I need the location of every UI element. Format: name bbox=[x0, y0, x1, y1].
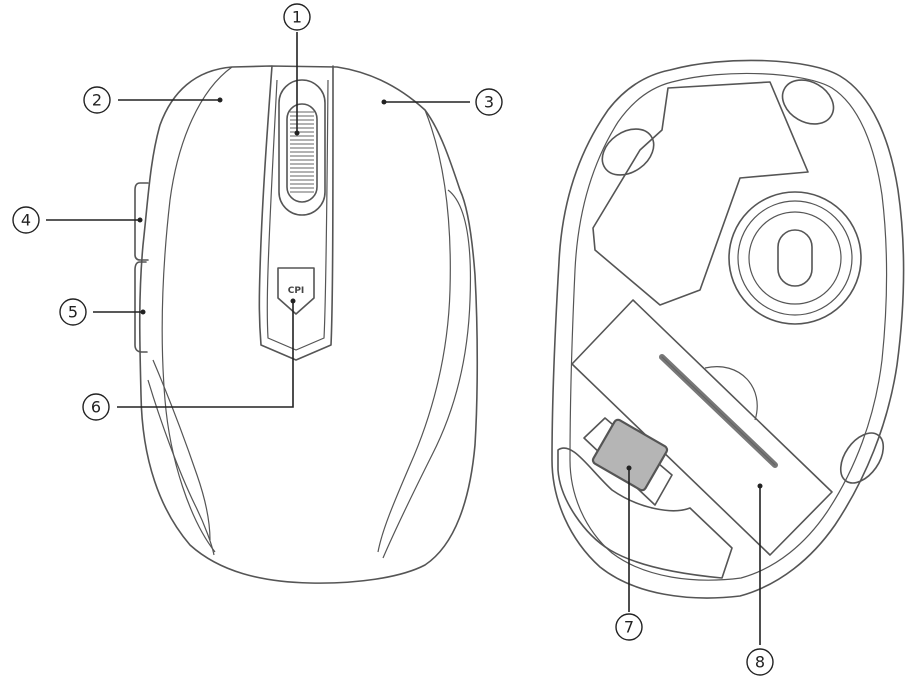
mouse-body-contour bbox=[161, 66, 233, 553]
scroll-wheel-ridges bbox=[290, 111, 314, 193]
left-grip bbox=[147, 379, 215, 556]
callout-5: 5 bbox=[59, 298, 87, 326]
svg-text:5: 5 bbox=[68, 303, 78, 322]
foot-pad-bottom-right bbox=[839, 432, 885, 484]
svg-text:7: 7 bbox=[624, 618, 634, 637]
optical-sensor bbox=[777, 229, 813, 287]
sensor-ring-middle bbox=[737, 200, 853, 316]
svg-text:2: 2 bbox=[92, 91, 102, 110]
battery-cover bbox=[571, 299, 833, 556]
mouse-underside-inner bbox=[569, 72, 888, 581]
scroll-wheel[interactable] bbox=[286, 103, 318, 203]
sensor-ring-outer bbox=[728, 191, 862, 325]
left-grip-inner bbox=[152, 359, 211, 541]
svg-text:1: 1 bbox=[292, 8, 302, 27]
receiver-slot-edge bbox=[661, 356, 776, 466]
svg-text:6: 6 bbox=[91, 398, 101, 417]
callout-4: 4 bbox=[12, 206, 40, 234]
center-channel-inner bbox=[266, 79, 329, 351]
mouse-bottom-view bbox=[551, 59, 905, 599]
side-button-back[interactable] bbox=[134, 261, 148, 353]
leader-lines bbox=[46, 32, 763, 645]
scroll-wheel-housing bbox=[278, 79, 326, 216]
side-button-forward[interactable] bbox=[134, 182, 149, 261]
cpi-button[interactable] bbox=[277, 267, 315, 315]
callout-8: 8 bbox=[746, 648, 774, 676]
foot-pad-bottom-left bbox=[557, 447, 733, 579]
cpi-button-label: CPI bbox=[288, 286, 305, 296]
mouse-top-view: CPI bbox=[134, 65, 479, 584]
power-switch[interactable] bbox=[591, 418, 669, 492]
callout-1: 1 bbox=[283, 3, 311, 31]
center-channel bbox=[258, 65, 334, 361]
foot-pad-left-round bbox=[601, 128, 655, 176]
mouse-body-contour-right bbox=[377, 109, 451, 553]
callout-7: 7 bbox=[615, 613, 643, 641]
mouse-shell-outline bbox=[138, 65, 479, 584]
sensor-ring-inner bbox=[748, 211, 842, 305]
mouse-underside-outline bbox=[551, 59, 905, 599]
callout-3: 3 bbox=[475, 88, 503, 116]
foot-pad-right-round bbox=[781, 79, 835, 125]
foot-pad-top bbox=[592, 81, 809, 306]
svg-text:8: 8 bbox=[755, 653, 765, 672]
callout-6: 6 bbox=[82, 393, 110, 421]
battery-cover-circle bbox=[704, 366, 758, 421]
callout-2: 2 bbox=[83, 86, 111, 114]
svg-text:4: 4 bbox=[21, 211, 31, 230]
svg-text:3: 3 bbox=[484, 93, 494, 112]
right-grip bbox=[382, 189, 472, 559]
